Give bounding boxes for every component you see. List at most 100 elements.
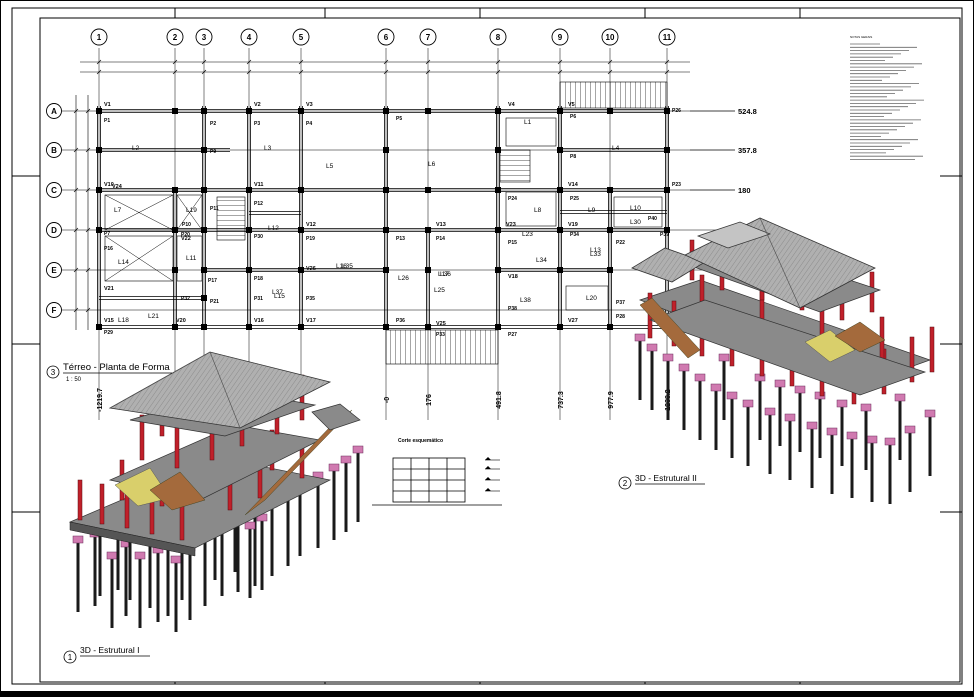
grid-row-circle xyxy=(46,182,62,198)
pillar-mark xyxy=(383,187,389,193)
slab-label: L15 xyxy=(274,293,285,300)
pillar-mark xyxy=(383,108,389,114)
grid-column-bubble: 6 xyxy=(377,28,395,46)
pillar-mark xyxy=(383,147,389,153)
pillar-mark xyxy=(425,267,431,273)
notes-title: NOTAS GERAIS xyxy=(850,35,872,39)
frame-ticks xyxy=(12,8,962,684)
pile-3d xyxy=(233,502,237,572)
pile-3d xyxy=(286,496,290,566)
grid-row-bubble: A xyxy=(46,103,62,119)
grid-column-bubble: 3 xyxy=(195,28,213,46)
stair-core xyxy=(499,149,531,183)
beam-label: V5 xyxy=(568,102,575,108)
slab-label: L11 xyxy=(186,255,197,262)
slab-label: L3 xyxy=(264,145,272,152)
roof-3d xyxy=(696,221,772,249)
grid-column-label: 9 xyxy=(558,33,563,42)
pile-3d xyxy=(850,438,854,498)
footing-3d xyxy=(866,435,878,444)
pile-3d xyxy=(213,510,217,580)
pile-3d xyxy=(768,414,772,474)
grid-row-bubble: E xyxy=(46,262,62,278)
pillar-mark xyxy=(172,187,178,193)
stair-3d xyxy=(149,471,206,511)
pile-3d xyxy=(730,398,734,458)
roof-ridge xyxy=(759,217,801,309)
slab-label: L30 xyxy=(630,219,641,226)
slab-label: L23 xyxy=(522,231,533,238)
pile-3d xyxy=(870,442,874,502)
dim-tick xyxy=(383,69,389,75)
pillar-mark xyxy=(298,108,304,114)
slab-label: L14 xyxy=(118,259,129,266)
pillar-mark xyxy=(425,227,431,233)
pillar-label: P25 xyxy=(570,196,579,202)
pillar-mark xyxy=(607,324,613,330)
beam-label: V1 xyxy=(104,102,111,108)
dim-tick xyxy=(96,59,102,65)
pile-3d xyxy=(908,432,912,492)
pillar-mark xyxy=(172,267,178,273)
grid-column-bubble: 10 xyxy=(601,28,619,46)
pillar-label: P3 xyxy=(254,121,260,127)
pile-3d xyxy=(298,486,302,556)
pillar-mark xyxy=(96,324,102,330)
pillar-label: P29 xyxy=(104,330,113,336)
pillar-mark xyxy=(201,147,207,153)
beam-label: V25 xyxy=(436,321,446,327)
grid-column-circle xyxy=(551,28,569,46)
pile-3d xyxy=(128,530,132,600)
outer-frame xyxy=(11,7,963,685)
column-dimension: 977.9 xyxy=(608,391,615,409)
dim-tick xyxy=(298,69,304,75)
schematic-section: Corte esquemático xyxy=(372,438,502,506)
footing-3d xyxy=(836,399,848,408)
dim-tick xyxy=(201,59,207,65)
slab-label: L33 xyxy=(590,251,601,258)
beam-label: V14 xyxy=(568,182,579,188)
pillar-mark xyxy=(495,187,501,193)
footing-3d xyxy=(106,551,118,560)
beam-label: V17 xyxy=(306,318,316,324)
pillar-mark xyxy=(201,227,207,233)
footing-3d xyxy=(726,391,738,400)
beam-label: V24 xyxy=(112,184,123,190)
grid-row-bubble: C xyxy=(46,182,62,198)
pile-3d xyxy=(810,428,814,488)
dim-tick xyxy=(495,59,501,65)
dim-tick xyxy=(298,59,304,65)
beam-label: V27 xyxy=(568,318,578,324)
pile-3d xyxy=(830,434,834,494)
beam-label: V15 xyxy=(104,318,114,324)
pile-3d xyxy=(188,550,192,620)
pillar-label: P11 xyxy=(210,206,219,212)
pile-3d xyxy=(638,340,642,400)
dim-tick xyxy=(73,108,79,114)
dim-tick xyxy=(73,227,79,233)
plan-view-title: 3 Térreo - Planta de Forma 1 : 50 xyxy=(46,362,172,383)
pile-3d xyxy=(270,506,274,576)
pile-3d xyxy=(93,536,97,606)
pillar-label: P38 xyxy=(508,306,517,312)
pillar-label: P28 xyxy=(616,314,625,320)
footing-3d xyxy=(634,333,646,342)
slab-label: L6 xyxy=(428,161,436,168)
slab-label: L5 xyxy=(326,163,334,170)
pile-3d xyxy=(666,360,670,420)
column-dimension: -1219.7 xyxy=(97,388,104,412)
3d-view-1-name: 3D - Estrutural I xyxy=(80,645,140,655)
grid-column-circle xyxy=(292,28,310,46)
beam-label: V23 xyxy=(506,222,516,228)
footing-3d xyxy=(806,421,818,430)
pillar-mark xyxy=(557,147,563,153)
pillar-label: P1 xyxy=(104,118,110,124)
pile-3d xyxy=(332,470,336,540)
section-level-mark xyxy=(485,477,491,480)
pillar-label: P35 xyxy=(306,296,315,302)
pile-3d xyxy=(714,390,718,450)
beam-label: V16 xyxy=(254,318,264,324)
slab-label: L4 xyxy=(612,145,620,152)
slab-label: L25 xyxy=(434,287,445,294)
dim-tick xyxy=(85,187,91,193)
